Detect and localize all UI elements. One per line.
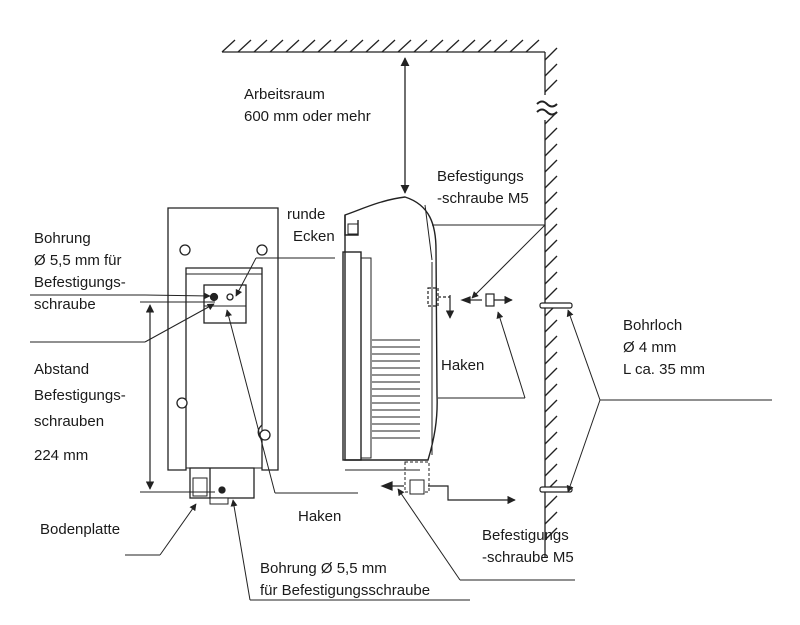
wall-hatch-line <box>544 447 558 461</box>
ceiling-hatch-line <box>525 39 540 53</box>
wall-hatch-line <box>544 127 558 141</box>
wall-hatch-line <box>544 287 558 301</box>
ceiling-hatch-line <box>269 39 284 53</box>
wall-hatch-line <box>544 239 558 253</box>
hook-left-label: Haken <box>298 508 342 525</box>
wall-hatch-line <box>544 383 558 397</box>
base-plate-label: Bodenplatte <box>40 521 121 538</box>
wall-hatch-line <box>544 463 558 477</box>
wall-hatch-line <box>544 335 558 349</box>
wall-hatch-line <box>544 431 558 445</box>
plate-hole-icon <box>179 244 191 256</box>
ceiling-hatch-line <box>365 39 380 53</box>
wall-hatch-line <box>544 319 558 333</box>
plate-hole-icon <box>256 244 268 256</box>
ceiling-hatch-line <box>381 39 396 53</box>
wall-hatch-line <box>544 399 558 413</box>
wall-hatch-line <box>544 255 558 269</box>
ceiling-hatch-line <box>493 39 508 53</box>
wall-hatch-line <box>544 159 558 173</box>
wall-hook <box>427 287 455 319</box>
wall-hatch-line <box>544 143 558 157</box>
ceiling-hatch-line <box>301 39 316 53</box>
device-side-view <box>342 196 438 495</box>
wall-hatch-line <box>544 191 558 205</box>
mounting-plate <box>167 207 279 505</box>
wall-hatch-line <box>544 271 558 285</box>
ceiling-hatch-line <box>461 39 476 53</box>
ceiling-hatch-line <box>285 39 300 53</box>
hook-right-label: Haken <box>441 357 485 374</box>
ceiling-hatch-line <box>429 39 444 53</box>
ceiling-hatch-line <box>477 39 492 53</box>
wall-hatch-line <box>544 63 558 77</box>
wall-hatch-line <box>544 175 558 189</box>
workspace-label: Arbeitsraum 600 mm oder mehr <box>244 86 371 125</box>
borehole-label: Bohrloch Ø 4 mm L ca. 35 mm <box>623 317 705 378</box>
screw-top-label: Befestigungs -schraube M5 <box>437 168 529 207</box>
wall-hatch-line <box>544 527 558 541</box>
spacing-dimension <box>140 301 215 493</box>
ceiling-hatch-line <box>413 39 428 53</box>
drill-hole-bottom-label: Bohrung Ø 5,5 mm für Befestigungsschraub… <box>260 560 431 599</box>
wall-hatch-line <box>544 511 558 525</box>
top-screw-m5 <box>460 293 513 307</box>
wall-hatch-line <box>544 47 558 61</box>
ceiling-hatch-line <box>221 39 236 53</box>
wall-hatch-line <box>544 367 558 381</box>
screw-bottom-label: Befestigungs -schraube M5 <box>482 527 574 566</box>
wall-hatch-line <box>544 207 558 221</box>
wall-hatch-line <box>544 79 558 93</box>
wall-hatch-line <box>544 223 558 237</box>
bottom-screw-m5 <box>380 481 516 505</box>
ceiling-hatch-line <box>509 39 524 53</box>
ceiling-hatch-line <box>317 39 332 53</box>
leader-lines <box>30 224 772 601</box>
plate-hole-icon <box>176 397 188 409</box>
ceiling-hatch-line <box>333 39 348 53</box>
plate-hole-icon <box>259 429 271 441</box>
ceiling-hatch-line <box>349 39 364 53</box>
ceiling-hatch-line <box>445 39 460 53</box>
ceiling-hatch-line <box>253 39 268 53</box>
wall-hatch-line <box>544 495 558 509</box>
ceiling <box>221 39 545 53</box>
wall-anchors <box>539 302 573 493</box>
ceiling-hatch-line <box>397 39 412 53</box>
top-screw-bracket <box>203 284 247 324</box>
ceiling-hatch-line <box>237 39 252 53</box>
wall-hatch-line <box>544 415 558 429</box>
drill-hole-top-label: Bohrung Ø 5,5 mm für Befestigungs- schra… <box>34 230 126 313</box>
spacing-label: Abstand Befestigungs- schrauben 224 mm <box>34 361 126 464</box>
wall-hatch-line <box>544 351 558 365</box>
round-corners-label: runde Ecken <box>287 206 335 245</box>
